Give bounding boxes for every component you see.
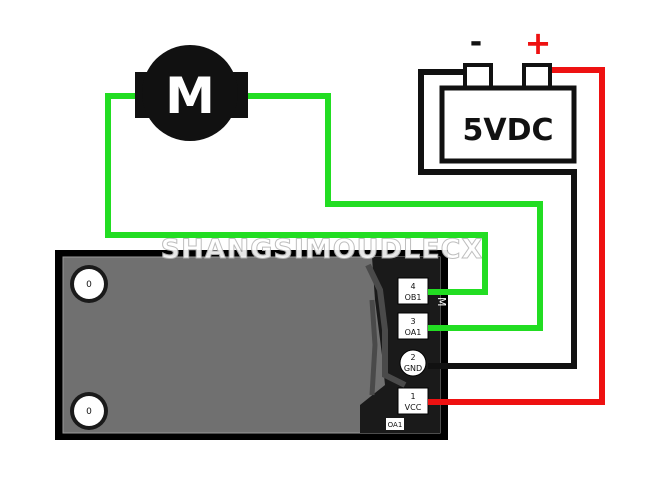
motor-label: M [165, 67, 215, 125]
wire-motor-to-oa1 [232, 93, 543, 331]
bottom-label-box [386, 418, 404, 430]
pin-4[interactable]: 4 OB1 [397, 277, 429, 305]
wire-negative-to-gnd [418, 69, 577, 369]
mount-hole-label: 0 [86, 407, 92, 417]
board-bottom-label: OA1 [388, 421, 403, 429]
motor: M [135, 45, 248, 141]
mount-hole-bottom: 0 [70, 392, 108, 430]
pin-4-number: 4 [410, 282, 415, 291]
motor-wires [105, 93, 543, 331]
driver-board: 0 0 4 OB1 3 OA1 2 GND 1 VCC M [55, 250, 448, 440]
pin-1-name: VCC [405, 403, 422, 412]
board-side-label: M [435, 297, 448, 307]
battery-body [439, 85, 577, 164]
battery-negative-terminal [463, 63, 493, 91]
pin-3-number: 3 [410, 317, 415, 326]
battery-negative-sign: - [470, 25, 482, 60]
pin-1[interactable]: 1 VCC [397, 387, 429, 415]
pin-2-name: GND [404, 364, 422, 373]
pin-3-name: OA1 [405, 328, 422, 337]
battery-positive-terminal [522, 63, 552, 91]
wire-positive-to-vcc [428, 67, 605, 405]
mount-hole-top: 0 [70, 265, 108, 303]
pin-1-number: 1 [410, 392, 415, 401]
battery-positive-sign: + [525, 24, 552, 62]
pin-2[interactable]: 2 GND [399, 349, 427, 377]
battery: 5VDC - + [439, 24, 577, 164]
pin-2-number: 2 [410, 353, 415, 362]
wire-motor-to-ob1 [105, 93, 488, 295]
pin-4-name: OB1 [405, 293, 422, 302]
watermark-text: SHANGSIMOUDLECX [161, 234, 484, 265]
mount-hole-label: 0 [86, 280, 92, 290]
battery-label: 5VDC [462, 113, 553, 148]
pin-3[interactable]: 3 OA1 [397, 312, 429, 340]
motor-icon [142, 45, 238, 141]
